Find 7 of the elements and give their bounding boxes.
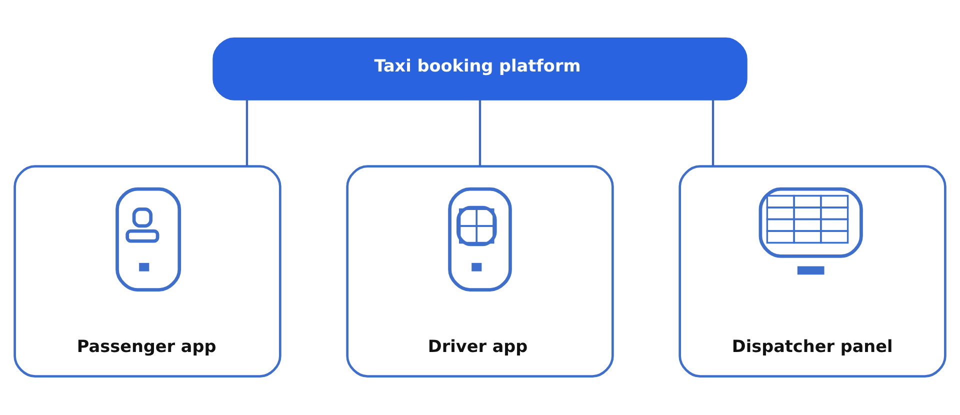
connector xyxy=(712,99,714,166)
node-box: Taxi booking platform xyxy=(212,38,748,100)
connector xyxy=(478,99,482,166)
connector xyxy=(246,99,248,166)
node-box: Dispatcher panel xyxy=(678,165,946,378)
node-box: Driver app xyxy=(346,165,614,378)
node-box: Passenger app xyxy=(14,165,282,378)
